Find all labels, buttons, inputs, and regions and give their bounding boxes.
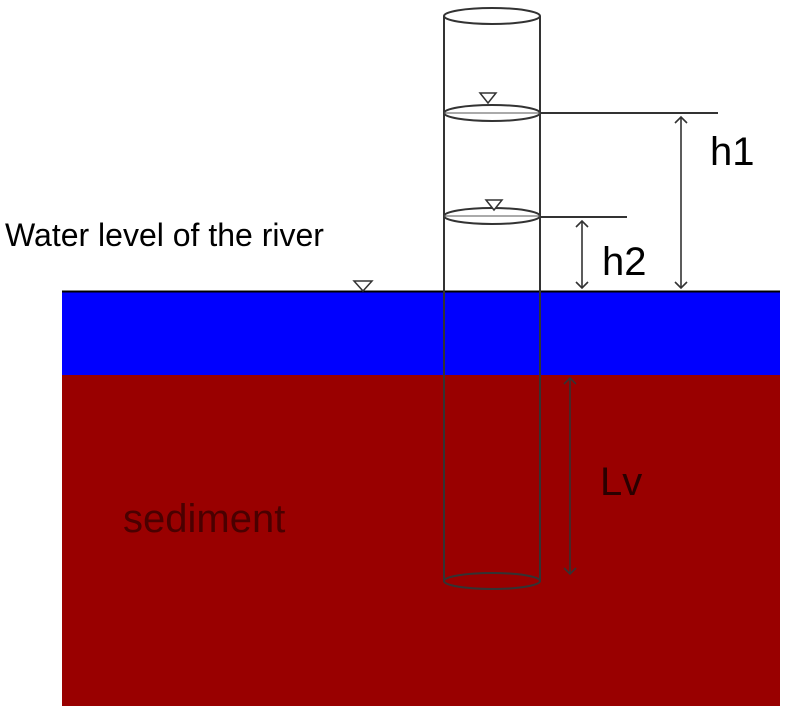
sediment-layer <box>62 373 780 706</box>
triangle-marker-icon <box>484 199 504 212</box>
triangle-marker-icon <box>352 280 374 293</box>
lv-label: Lv <box>600 460 642 504</box>
sediment-label: sediment <box>123 497 285 541</box>
tube-top-rim <box>443 7 541 25</box>
h1-label: h1 <box>710 130 755 174</box>
h2-label: h2 <box>602 240 647 284</box>
triangle-marker-icon <box>478 92 498 105</box>
river-water-layer <box>62 291 780 375</box>
water-level-label: Water level of the river <box>5 217 324 253</box>
tube-bottom-rim <box>443 572 541 590</box>
